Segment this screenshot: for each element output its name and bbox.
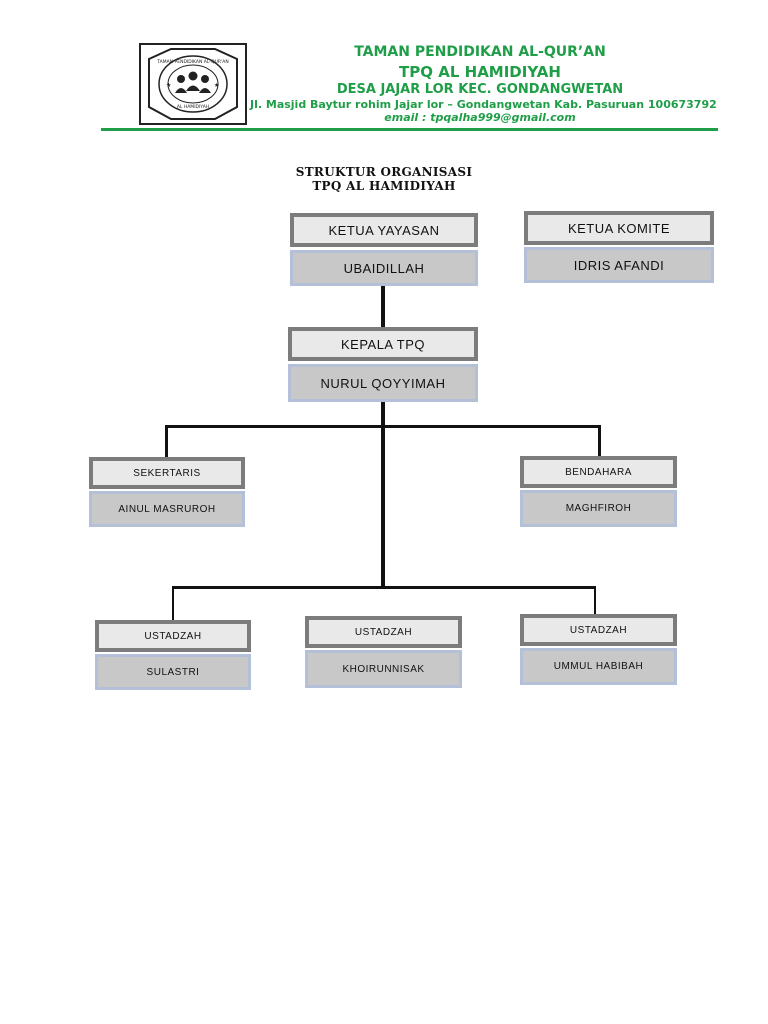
bendahara-role: BENDAHARA bbox=[520, 456, 677, 488]
connector-sekertaris-drop bbox=[165, 425, 168, 458]
ustadzah-2-role: USTADZAH bbox=[305, 616, 462, 648]
connector-level3-horizontal bbox=[172, 586, 596, 589]
ustadzah-3-name: UMMUL HABIBAH bbox=[520, 648, 677, 685]
connector-ustadzah-3-drop bbox=[594, 586, 596, 616]
connector-kepala-trunk bbox=[381, 400, 385, 588]
header-line-2: TPQ AL HAMIDIYAH bbox=[399, 63, 561, 81]
header-line-3: DESA JAJAR LOR KEC. GONDANGWETAN bbox=[336, 82, 624, 97]
institution-logo: ★ ★ TAMAN PENDIDIKAN AL-QUR'AN AL HAMIDI… bbox=[139, 43, 247, 125]
kepala-tpq-role: KEPALA TPQ bbox=[288, 327, 478, 361]
ustadzah-1-role: USTADZAH bbox=[95, 620, 251, 652]
svg-text:TAMAN PENDIDIKAN AL-QUR'AN: TAMAN PENDIDIKAN AL-QUR'AN bbox=[156, 59, 228, 65]
ketua-yayasan-role: KETUA YAYASAN bbox=[290, 213, 478, 247]
header-address: Jl. Masjid Baytur rohim Jajar lor – Gond… bbox=[250, 98, 717, 111]
header-line-1: TAMAN PENDIDIKAN AL-QUR’AN bbox=[354, 44, 606, 60]
ustadzah-3-role: USTADZAH bbox=[520, 614, 677, 646]
svg-text:AL HAMIDIYAH: AL HAMIDIYAH bbox=[177, 104, 209, 110]
sekertaris-role: SEKERTARIS bbox=[89, 457, 245, 489]
svg-text:★: ★ bbox=[166, 82, 171, 89]
header-divider bbox=[101, 128, 718, 131]
connector-level2-horizontal bbox=[165, 425, 601, 428]
ketua-yayasan-name: UBAIDILLAH bbox=[290, 250, 478, 286]
connector-ustadzah-1-drop bbox=[172, 586, 174, 621]
ustadzah-1-name: SULASTRI bbox=[95, 654, 251, 690]
ketua-komite-name: IDRIS AFANDI bbox=[524, 247, 714, 283]
logo-emblem-icon: ★ ★ TAMAN PENDIDIKAN AL-QUR'AN AL HAMIDI… bbox=[148, 48, 238, 120]
ketua-komite-role: KETUA KOMITE bbox=[524, 211, 714, 245]
chart-title-line-1: STRUKTUR ORGANISASI bbox=[295, 165, 473, 179]
bendahara-name: MAGHFIROH bbox=[520, 490, 677, 527]
chart-title-line-2: TPQ AL HAMIDIYAH bbox=[312, 179, 456, 193]
header-email: email : tpqalha999@gmail.com bbox=[384, 111, 576, 124]
ustadzah-2-name: KHOIRUNNISAK bbox=[305, 650, 462, 688]
sekertaris-name: AINUL MASRUROH bbox=[89, 491, 245, 527]
connector-bendahara-drop bbox=[598, 425, 601, 458]
connector-yayasan-kepala bbox=[381, 286, 385, 330]
kepala-tpq-name: NURUL QOYYIMAH bbox=[288, 364, 478, 402]
svg-text:★: ★ bbox=[214, 82, 219, 89]
